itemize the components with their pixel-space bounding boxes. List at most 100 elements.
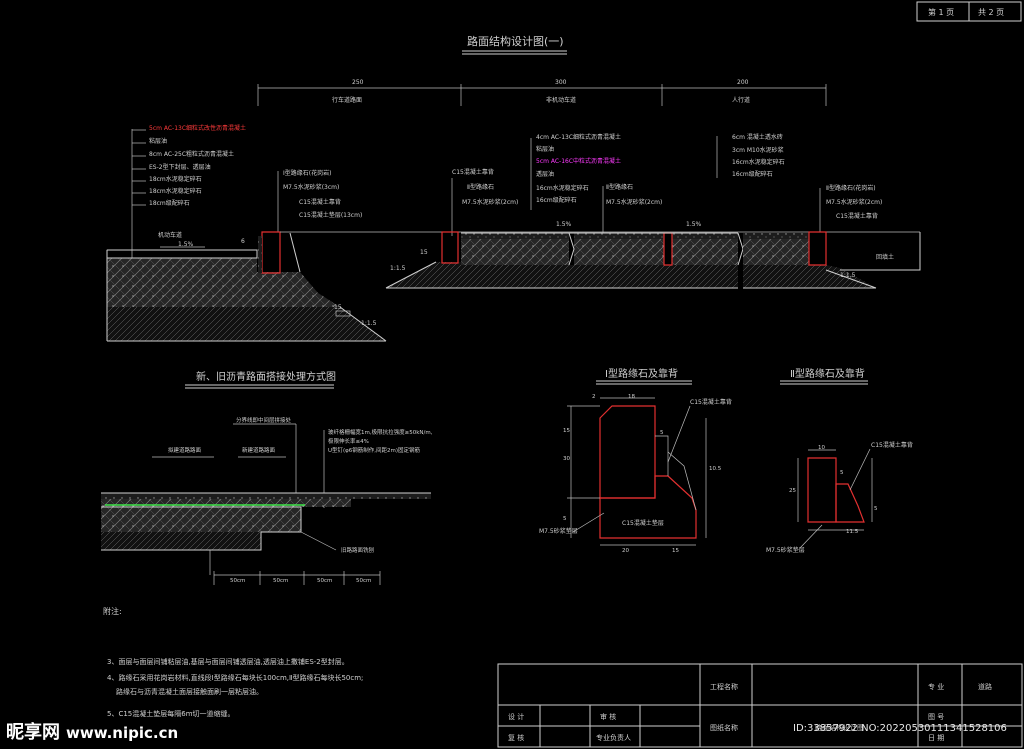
notes: 附注: 3、面层与面层间铺粘层油,基层与面层间铺透层油,透层油上撒铺ES-2型封…: [103, 606, 363, 718]
curb1-dim-top2: 18: [628, 394, 635, 400]
curb1-dim-5b: 5: [563, 516, 567, 522]
sheet-page-box: 第 1 页 共 2 页: [916, 1, 1022, 22]
note-5: 5、C15混凝土垫层每隔6m切一道缩缝。: [107, 709, 235, 718]
mid-layer-2: 5cm AC-16C中粒式沥青混凝土: [536, 157, 621, 165]
left-pavement-section: 5cm AC-13C细粒式改性沥青混凝土 粘层油 8cm AC-25C粗粒式沥青…: [106, 124, 920, 342]
drawing-label: 图纸名称: [710, 723, 738, 732]
mid-slope-2: 1.5%: [686, 221, 702, 228]
mid-curb-0: C15混凝土靠背: [452, 168, 494, 176]
curb2-dim-115: 11.5: [846, 529, 859, 535]
left-layer-3: ES-2型下封层、透层油: [149, 163, 211, 171]
mid-layer-0: 4cm AC-13C细粒式沥青混凝土: [536, 133, 621, 141]
curb1-base: C15混凝土垫层: [622, 519, 664, 527]
left-layer-5: 18cm水泥稳定碎石: [149, 187, 202, 195]
curb1-dim-20: 20: [622, 548, 629, 554]
left-layer-1: 粘层油: [149, 137, 167, 145]
left-layer-0: 5cm AC-13C细粒式改性沥青混凝土: [149, 124, 246, 132]
left-dim-6: 6: [241, 238, 245, 245]
top-dimension: 250 300 200 行车道路面 非机动车道 人行道: [257, 79, 827, 106]
review-label: 审 核: [600, 712, 616, 721]
curb2-mortar: M7.5砂浆垫层: [766, 546, 805, 554]
mid-layer-4: 16cm水泥稳定碎石: [536, 184, 589, 192]
right-layer-3: 16cm级配碎石: [732, 170, 773, 178]
joint-title: 新、旧沥青路面搭接处理方式图: [196, 370, 336, 383]
watermark-id: ID:33857922 NO:20220530111341528106: [793, 723, 1007, 734]
page-label: 第 1 页: [928, 7, 954, 17]
mid-curb-4: M7.5水泥砂浆(2cm): [606, 198, 662, 206]
check-label: 复 核: [508, 733, 524, 742]
joint-detail: 新、旧沥青路面搭接处理方式图 分界线即中间层拼接处 拟建道路路面 新建道路路面 …: [101, 370, 433, 585]
right-ratio: 1:1.5: [840, 272, 856, 279]
right-curb-0: Ⅱ型路缘石(花岗岩): [826, 184, 876, 192]
right-pavement-section: 6cm 混凝土透水砖 3cm M10水泥砂浆 16cm水泥稳定碎石 16cm级配…: [716, 133, 921, 289]
zone-sidewalk: 人行道: [732, 96, 750, 104]
joint-dim-3: 50cm: [317, 578, 332, 584]
right-layer-1: 3cm M10水泥砂浆: [732, 146, 784, 154]
curb2-dim-25: 25: [789, 488, 796, 494]
right-curb-1: M7.5水泥砂浆(2cm): [826, 198, 882, 206]
total-label: 共 2 页: [978, 8, 1004, 17]
watermark-logo: 昵享网: [6, 722, 60, 743]
lead-label: 专业负责人: [596, 733, 631, 742]
right-curb-2: C15混凝土靠背: [836, 212, 878, 220]
joint-note-top: 分界线即中间层拼接处: [236, 416, 292, 424]
mid-slope: 1.5%: [556, 221, 572, 228]
note-4b: 路缘石与沥青混凝土面层接触面刷一层粘层油。: [116, 687, 263, 696]
curb-type-2-detail: Ⅱ型路缘石及靠背 10 5 25 11.5 5 C15混凝土靠背 M7.5砂浆垫…: [766, 367, 913, 554]
curb2-dim-5: 5: [840, 470, 844, 476]
joint-spec-1: 玻纤格栅幅宽1m,极限抗拉强度≥50kN/m,: [328, 428, 433, 436]
left-ratio: 1:1.5: [361, 320, 377, 327]
curb2-title: Ⅱ型路缘石及靠背: [790, 367, 865, 380]
mid-curb-2: M7.5水泥砂浆(2cm): [462, 198, 518, 206]
left-dim-15: 15: [334, 304, 342, 311]
curb-type-1-detail: Ⅰ型路缘石及靠背 2 18 5 30 15 5 10.5 20 15 C15混凝…: [539, 367, 732, 554]
joint-dim-4: 50cm: [356, 578, 371, 584]
watermark-url: www.nipic.cn: [66, 724, 179, 742]
main-title: 路面结构设计图(一): [467, 34, 564, 48]
joint-spec-2: 极限伸长率≤4%: [328, 437, 369, 445]
left-layer-6: 18cm级配碎石: [149, 199, 190, 207]
mid-pavement-section: 4cm AC-13C细粒式沥青混凝土 粘层油 5cm AC-16C中粒式沥青混凝…: [385, 133, 744, 289]
notes-head: 附注:: [103, 606, 122, 616]
mid-curb-1: Ⅱ型路缘石: [467, 183, 494, 191]
left-layer-4: 18cm水泥稳定碎石: [149, 175, 202, 183]
left-curb-0: Ⅰ型路缘石(花岗岩): [283, 169, 331, 177]
joint-dim-1: 50cm: [230, 578, 245, 584]
curb1-mortar: M7.5砂浆垫层: [539, 527, 578, 535]
mid-layer-3: 透层油: [536, 170, 554, 178]
mid-ratio: 1:1.5: [390, 265, 406, 272]
joint-old-road: 拟建道路路面: [168, 446, 202, 454]
joint-spec-3: U型钉(φ6钢筋制作,间距2m)固定钢筋: [328, 446, 421, 454]
note-3: 3、面层与面层间铺粘层油,基层与面层间铺透层油,透层油上撒铺ES-2型封层。: [107, 657, 349, 666]
project-label: 工程名称: [710, 682, 738, 691]
left-curb-3: C15混凝土垫层(13cm): [299, 211, 362, 219]
joint-bottom-note: 旧路路面铣刨: [341, 546, 375, 554]
major-value: 道路: [978, 682, 992, 691]
curb1-dim-30: 30: [563, 456, 570, 462]
left-slope: 1.5%: [178, 241, 194, 248]
mid-layer-5: 16cm级配碎石: [536, 196, 577, 204]
title-block: 工程名称 专 业 道路 设 计 审 核 图纸名称 路面结构设计图 图 号 复 核…: [497, 663, 1023, 748]
curb1-concrete: C15混凝土靠背: [690, 398, 732, 406]
mid-layer-1: 粘层油: [536, 145, 554, 153]
curb2-dim-5b: 5: [874, 506, 878, 512]
dim-250: 250: [352, 79, 364, 86]
joint-new-road: 新建道路路面: [242, 446, 276, 454]
design-label: 设 计: [508, 712, 524, 721]
watermark: 昵享网 www.nipic.cn: [6, 718, 178, 744]
dim-300: 300: [555, 79, 567, 86]
curb1-dim-top1: 2: [592, 394, 596, 400]
drawing-value: 路面结构设计图: [815, 723, 864, 732]
right-layer-2: 16cm水泥稳定碎石: [732, 158, 785, 166]
right-ground: 回填土: [876, 253, 894, 261]
date-label: 日 期: [928, 734, 944, 742]
curb2-concrete: C15混凝土靠背: [871, 441, 913, 449]
major-label: 专 业: [928, 682, 944, 691]
left-curb-1: M7.5水泥砂浆(3cm): [283, 183, 339, 191]
curb1-dim-105: 10.5: [709, 466, 722, 472]
mid-curb-3: Ⅱ型路缘石: [606, 183, 633, 191]
curb1-dim-15: 15: [563, 428, 570, 434]
right-layer-0: 6cm 混凝土透水砖: [732, 133, 783, 141]
dim-200: 200: [737, 79, 749, 86]
